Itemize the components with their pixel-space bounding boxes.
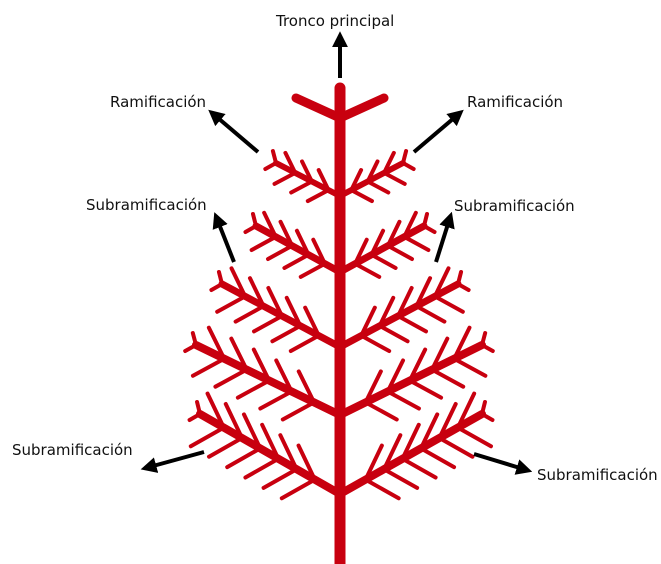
twig <box>403 163 414 169</box>
twig <box>211 284 222 290</box>
twig <box>458 428 491 447</box>
branch-label-left: Ramificación <box>110 93 206 111</box>
twig <box>264 469 297 488</box>
arrow-sub-upper-right <box>436 224 448 262</box>
twig <box>361 336 389 351</box>
twig <box>265 163 276 169</box>
top-fork-right <box>340 98 384 118</box>
twig <box>185 345 196 351</box>
twig <box>227 448 260 467</box>
twig <box>282 480 315 499</box>
subbranch-label-upper-left: Subramificación <box>86 196 207 214</box>
twig <box>193 359 224 376</box>
twig <box>368 181 389 192</box>
twig <box>424 226 435 232</box>
twig <box>404 237 428 250</box>
twig <box>439 438 472 457</box>
top-fork-left <box>296 98 340 118</box>
trunk-label: Tronco principal <box>276 12 394 30</box>
twig <box>260 391 291 408</box>
subbranch-label-lower-left: Subramificación <box>12 441 133 459</box>
twig <box>355 264 379 277</box>
twig <box>421 448 454 467</box>
twig <box>416 306 444 321</box>
twig <box>384 173 405 184</box>
twig <box>482 345 493 351</box>
twig <box>388 246 412 259</box>
twig <box>384 469 417 488</box>
twig <box>380 326 408 341</box>
twig <box>283 402 314 419</box>
arrow-sub-upper-left <box>219 224 234 262</box>
twig <box>402 459 435 478</box>
twig <box>482 414 492 420</box>
twig <box>291 181 312 192</box>
twig <box>366 402 397 419</box>
twig <box>245 459 278 478</box>
subbranch-label-upper-right: Subramificación <box>454 197 575 215</box>
arrow-sub-lower-right <box>474 454 520 468</box>
twig <box>217 296 245 311</box>
subbranch-label-lower-right: Subramificación <box>537 466 658 484</box>
twig <box>254 316 282 331</box>
twig <box>215 370 246 387</box>
twig <box>268 246 292 259</box>
twig <box>435 296 463 311</box>
twig <box>284 255 308 268</box>
twig <box>238 381 269 398</box>
twig <box>209 438 242 457</box>
twig <box>191 428 224 447</box>
twig <box>308 190 329 201</box>
twig <box>366 480 399 499</box>
twig <box>372 255 396 268</box>
twig <box>388 391 419 408</box>
twig <box>432 370 463 387</box>
arrow-sub-lower-left <box>153 452 204 466</box>
twig <box>410 381 441 398</box>
twig <box>458 284 469 290</box>
twig <box>291 336 319 351</box>
tree-shape <box>185 88 493 564</box>
twig <box>351 190 372 201</box>
twig <box>398 316 426 331</box>
arrow-branch-right <box>414 118 454 152</box>
twig <box>272 326 300 341</box>
twig <box>190 414 200 420</box>
branch-label-right: Ramificación <box>467 93 563 111</box>
twig <box>301 264 325 277</box>
twig <box>275 173 296 184</box>
twig <box>454 359 485 376</box>
twig <box>236 306 264 321</box>
twig <box>245 226 256 232</box>
twig <box>252 237 276 250</box>
arrow-branch-left <box>218 118 258 152</box>
